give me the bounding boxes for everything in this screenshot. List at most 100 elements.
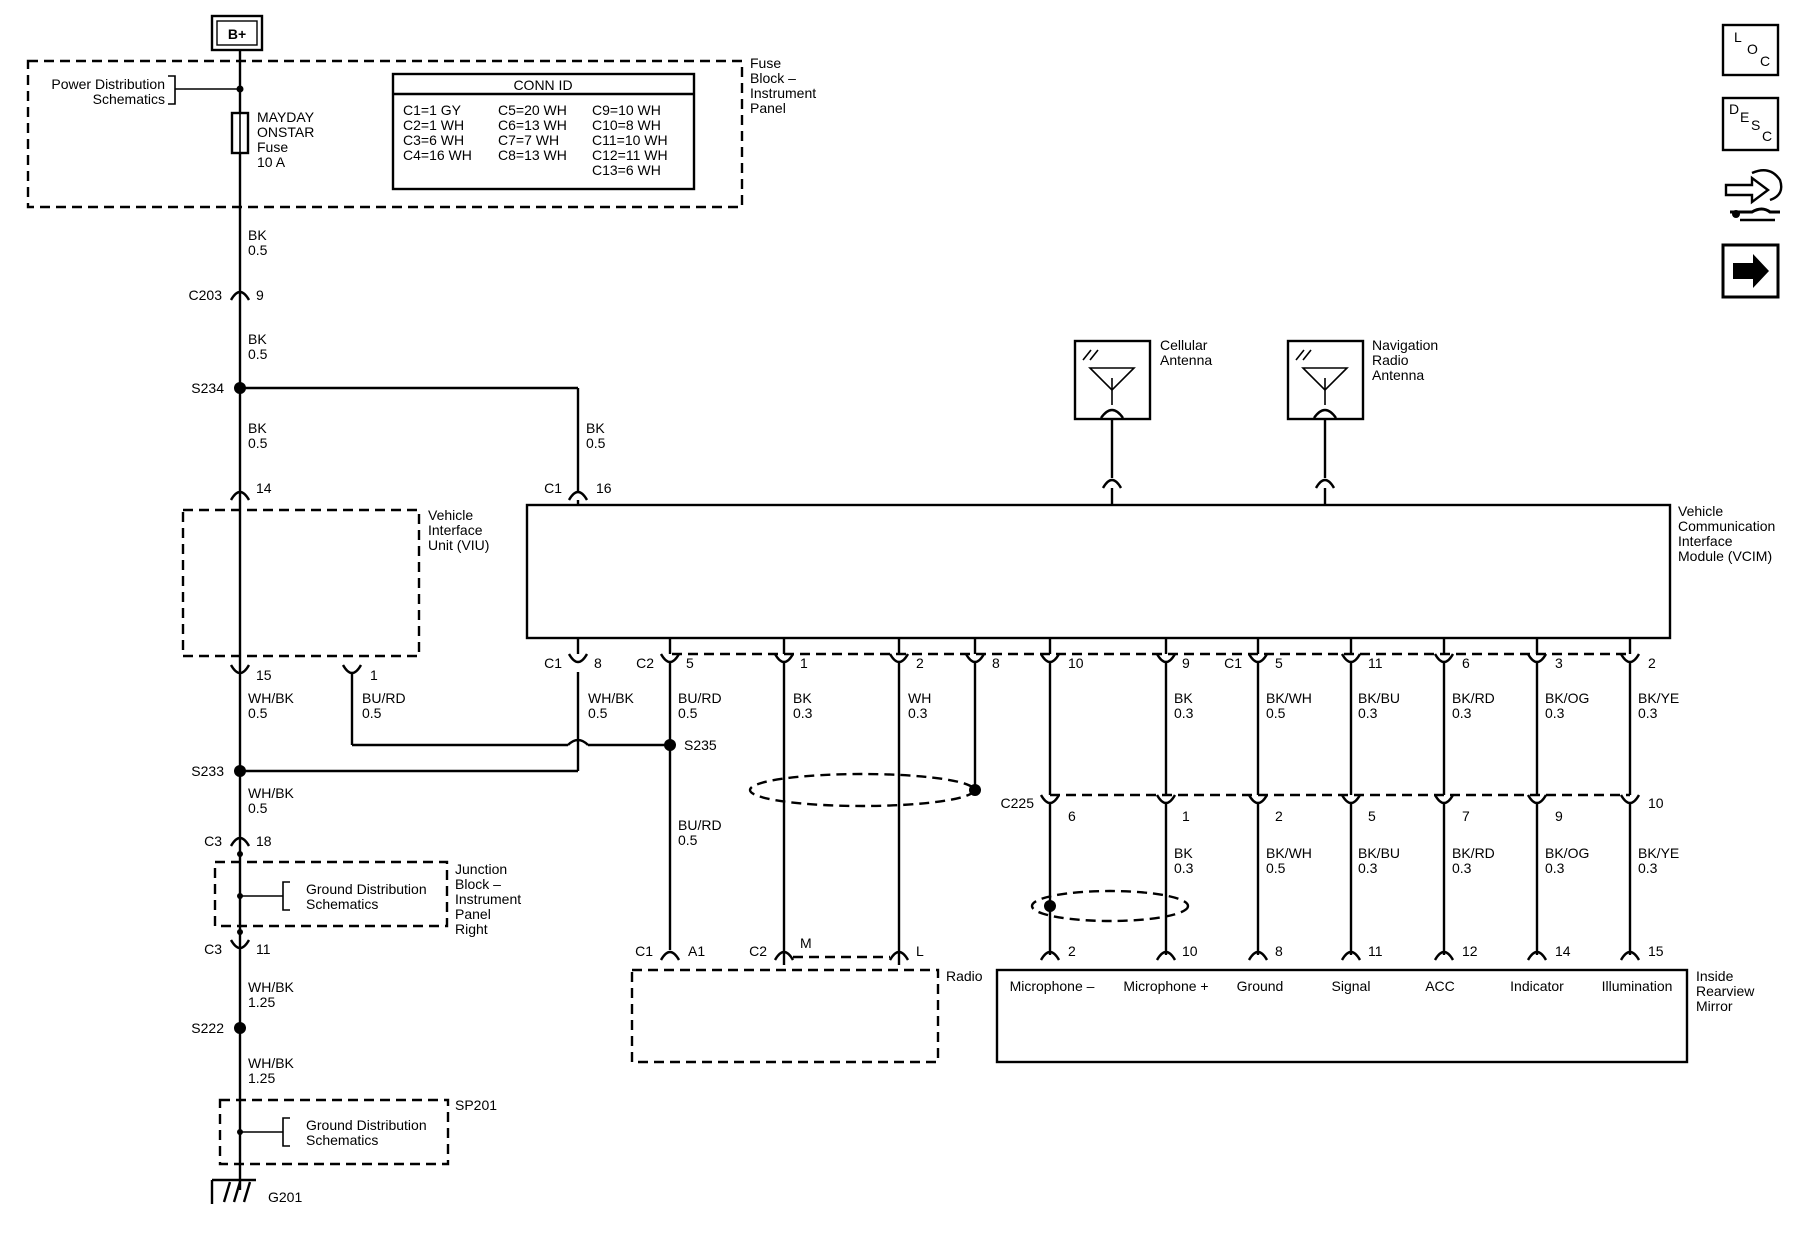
svg-text:WH/BK: WH/BK bbox=[248, 979, 295, 995]
svg-text:0.3: 0.3 bbox=[793, 705, 813, 721]
svg-text:18: 18 bbox=[256, 833, 272, 849]
svg-text:2: 2 bbox=[916, 655, 924, 671]
svg-text:0.3: 0.3 bbox=[1638, 860, 1658, 876]
svg-text:BK: BK bbox=[1174, 690, 1193, 706]
svg-text:0.3: 0.3 bbox=[908, 705, 928, 721]
svg-text:Rearview: Rearview bbox=[1696, 983, 1755, 999]
svg-text:BK: BK bbox=[248, 331, 267, 347]
svg-text:C6=13 WH: C6=13 WH bbox=[498, 117, 567, 133]
svg-text:Signal: Signal bbox=[1332, 978, 1371, 994]
vcim-module-box bbox=[525, 503, 1672, 640]
svg-text:C1: C1 bbox=[544, 655, 562, 671]
svg-text:Illumination: Illumination bbox=[1602, 978, 1673, 994]
svg-text:3: 3 bbox=[1555, 655, 1563, 671]
svg-text:Instrument: Instrument bbox=[750, 85, 816, 101]
svg-text:0.5: 0.5 bbox=[248, 435, 268, 451]
svg-text:BK/YE: BK/YE bbox=[1638, 845, 1679, 861]
svg-text:1.25: 1.25 bbox=[248, 994, 275, 1010]
svg-text:E: E bbox=[1740, 109, 1749, 125]
svg-text:7: 7 bbox=[1462, 808, 1470, 824]
svg-text:8: 8 bbox=[1275, 943, 1283, 959]
svg-text:Interface: Interface bbox=[1678, 533, 1733, 549]
cellular-antenna: Cellular Antenna bbox=[1073, 337, 1212, 505]
svg-text:Instrument: Instrument bbox=[455, 891, 521, 907]
svg-text:2: 2 bbox=[1275, 808, 1283, 824]
svg-text:11: 11 bbox=[1368, 655, 1383, 671]
svg-text:BK/YE: BK/YE bbox=[1638, 690, 1679, 706]
svg-text:Microphone +: Microphone + bbox=[1123, 978, 1208, 994]
svg-text:L: L bbox=[1734, 29, 1742, 45]
connector-c225: C225 6 1 2 5 7 9 10 bbox=[1001, 794, 1664, 824]
loc-button[interactable]: L O C bbox=[1721, 23, 1780, 77]
svg-text:9: 9 bbox=[256, 287, 264, 303]
svg-text:Ground Distribution: Ground Distribution bbox=[306, 881, 427, 897]
svg-text:Antenna: Antenna bbox=[1160, 352, 1212, 368]
svg-text:14: 14 bbox=[256, 480, 272, 496]
svg-text:BK: BK bbox=[586, 420, 605, 436]
svg-text:BK: BK bbox=[793, 690, 812, 706]
svg-text:Interface: Interface bbox=[428, 522, 483, 538]
svg-text:BU/RD: BU/RD bbox=[678, 817, 722, 833]
svg-text:1.25: 1.25 bbox=[248, 1070, 275, 1086]
fuse-block-box bbox=[26, 59, 744, 209]
svg-text:0.5: 0.5 bbox=[1266, 705, 1286, 721]
vcim-label: Vehicle Communication Interface Module (… bbox=[1678, 503, 1775, 564]
svg-text:Navigation: Navigation bbox=[1372, 337, 1438, 353]
svg-text:0.3: 0.3 bbox=[1452, 705, 1472, 721]
svg-text:Mirror: Mirror bbox=[1696, 998, 1733, 1014]
svg-text:5: 5 bbox=[1275, 655, 1283, 671]
svg-text:0.5: 0.5 bbox=[588, 705, 608, 721]
svg-text:Inside: Inside bbox=[1696, 968, 1734, 984]
svg-text:15: 15 bbox=[1648, 943, 1664, 959]
battery-label: B+ bbox=[228, 26, 246, 42]
svg-text:6: 6 bbox=[1068, 808, 1076, 824]
sp201-ground-label: Ground Distribution Schematics bbox=[306, 1117, 427, 1148]
arrow-right-icon[interactable] bbox=[1721, 243, 1780, 299]
svg-text:Block –: Block – bbox=[455, 876, 501, 892]
svg-text:BK/RD: BK/RD bbox=[1452, 845, 1495, 861]
svg-text:C2: C2 bbox=[749, 943, 767, 959]
vcim-pins: C1 8 WH/BK 0.5 C2 5 BU/RD 0.5 1 BK 0.3 2… bbox=[544, 638, 1679, 965]
svg-text:ONSTAR: ONSTAR bbox=[257, 124, 314, 140]
connector-icon[interactable] bbox=[1724, 169, 1783, 222]
svg-text:BK/OG: BK/OG bbox=[1545, 690, 1589, 706]
desc-button[interactable]: D E S C bbox=[1721, 96, 1780, 152]
mirror-connectors: 2 10 8 11 12 14 15 bbox=[1039, 943, 1664, 961]
fuse-block-title: Fuse Block – Instrument Panel bbox=[750, 55, 816, 116]
svg-text:Unit (VIU): Unit (VIU) bbox=[428, 537, 489, 553]
svg-text:Microphone –: Microphone – bbox=[1010, 978, 1095, 994]
svg-text:BK/BU: BK/BU bbox=[1358, 845, 1400, 861]
svg-text:10: 10 bbox=[1648, 795, 1664, 811]
svg-text:S233: S233 bbox=[191, 763, 224, 779]
svg-text:0.3: 0.3 bbox=[1358, 705, 1378, 721]
svg-text:0.3: 0.3 bbox=[1545, 860, 1565, 876]
svg-text:C8=13 WH: C8=13 WH bbox=[498, 147, 567, 163]
svg-text:5: 5 bbox=[686, 655, 694, 671]
viu-label: Vehicle Interface Unit (VIU) bbox=[428, 507, 489, 553]
svg-text:M: M bbox=[800, 935, 812, 951]
svg-text:CONN ID: CONN ID bbox=[513, 77, 572, 93]
svg-text:C13=6 WH: C13=6 WH bbox=[592, 162, 661, 178]
svg-text:WH/BK: WH/BK bbox=[248, 690, 295, 706]
svg-text:C5=20 WH: C5=20 WH bbox=[498, 102, 567, 118]
svg-text:Right: Right bbox=[455, 921, 488, 937]
svg-text:C1: C1 bbox=[635, 943, 653, 959]
svg-text:9: 9 bbox=[1555, 808, 1563, 824]
svg-text:Fuse: Fuse bbox=[257, 139, 288, 155]
svg-text:11: 11 bbox=[256, 941, 271, 957]
svg-text:0.5: 0.5 bbox=[678, 832, 698, 848]
svg-text:C10=8 WH: C10=8 WH bbox=[592, 117, 661, 133]
svg-text:C3: C3 bbox=[204, 833, 222, 849]
svg-text:Module (VCIM): Module (VCIM) bbox=[1678, 548, 1772, 564]
svg-text:0.3: 0.3 bbox=[1174, 860, 1194, 876]
svg-text:C2: C2 bbox=[636, 655, 654, 671]
mirror-label: Inside Rearview Mirror bbox=[1696, 968, 1755, 1014]
svg-text:C225: C225 bbox=[1001, 795, 1035, 811]
svg-text:8: 8 bbox=[992, 655, 1000, 671]
svg-text:S235: S235 bbox=[684, 737, 717, 753]
junction-ground-label: Ground Distribution Schematics bbox=[306, 881, 427, 912]
svg-text:Antenna: Antenna bbox=[1372, 367, 1424, 383]
svg-text:8: 8 bbox=[594, 655, 602, 671]
svg-text:D: D bbox=[1729, 101, 1739, 117]
svg-text:S234: S234 bbox=[191, 380, 224, 396]
